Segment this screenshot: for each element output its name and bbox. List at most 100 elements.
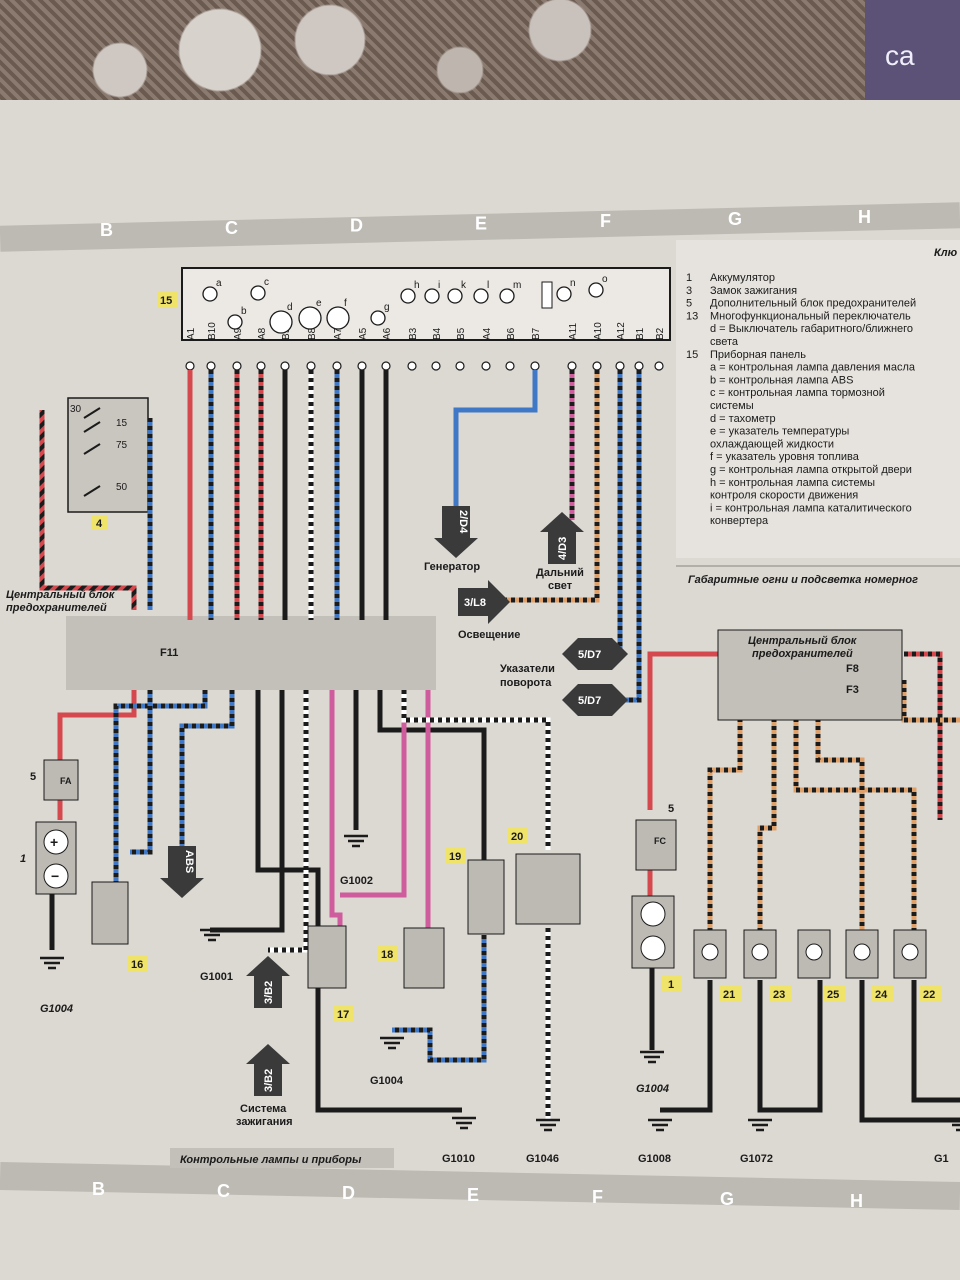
pin-B4: B4: [432, 327, 443, 340]
lamp-tag-text-25: 25: [827, 989, 839, 1001]
connector-abs: [160, 846, 204, 898]
panel-label: [158, 292, 178, 308]
tag-18: [378, 946, 398, 961]
grid-letter-bottom-H: H: [850, 1191, 863, 1211]
right-fuse-f8: F8: [846, 663, 859, 675]
grid-letter-bottom-C: C: [217, 1181, 230, 1201]
lamp-letter-o: o: [602, 274, 608, 285]
pin-A5: A5: [358, 327, 369, 340]
lamp-bulb-25: [805, 943, 823, 961]
grid-letter-top-G: G: [728, 209, 742, 229]
wire-16-stripe: [113, 690, 208, 882]
wire-19: [377, 690, 487, 860]
legend-text: d = тахометр: [710, 413, 776, 425]
lamp-letter-f: f: [344, 298, 347, 309]
connector-high-beam: [540, 512, 584, 564]
ign-contact: [83, 443, 101, 455]
lamp-25: [797, 929, 831, 979]
fuse-fa: [43, 759, 79, 801]
tag-19-text: 19: [449, 851, 461, 863]
pin-B2: B2: [655, 327, 666, 340]
tag-20-text: 20: [511, 831, 523, 843]
connector-generator-text: 2/D4: [457, 510, 469, 534]
connector-lighting: [458, 580, 510, 624]
pin-A10: A10: [593, 322, 604, 340]
ign-term-15: 15: [116, 418, 128, 429]
wire-21-stripe: [707, 718, 743, 930]
wire-lighting-stripe: [488, 370, 600, 603]
lamp-letter-m: m: [513, 280, 521, 291]
wire-24-stripe: [815, 718, 865, 930]
pin-A6: A6: [382, 327, 393, 340]
pin-B10: B10: [207, 322, 218, 340]
legend-text: конвертера: [710, 515, 769, 527]
pin-A1: A1: [186, 327, 197, 340]
lamp-f: [326, 306, 350, 330]
legend-text: Многофункциональный переключатель: [710, 310, 911, 322]
legend-text: a = контрольная лампа давления масла: [710, 362, 916, 374]
component-16: [91, 881, 129, 945]
ign-contact: [83, 485, 101, 497]
lamp-b: [227, 314, 243, 330]
connector-ignition-1-text: 3/B2: [263, 981, 275, 1004]
connector-abs-text: ABS: [183, 850, 195, 873]
pin-terminal-A8: [256, 361, 266, 371]
wire-right-out: [904, 651, 943, 820]
wire-21: [707, 718, 743, 930]
pin-B7: B7: [531, 327, 542, 340]
battery-minus-sign: −: [51, 868, 59, 884]
lamp-g: [370, 310, 386, 326]
panel-resistor: [541, 281, 553, 309]
legend-text: g = контрольная лампа открытой двери: [710, 464, 912, 476]
pin-B6: B6: [506, 327, 517, 340]
component-19: [467, 859, 505, 935]
pin-terminal-A6: [381, 361, 391, 371]
wire-right-out-stripe: [904, 651, 943, 820]
pin-A12: A12: [616, 322, 627, 340]
wire-21-gnd: [660, 980, 713, 1113]
right-fuse-f3: F3: [846, 684, 859, 696]
right-battery-plus: [640, 901, 666, 927]
ground-symbol: [948, 1118, 960, 1132]
right-fuse-label-2: предохранителей: [752, 648, 853, 660]
lamp-a: [202, 286, 218, 302]
fuse-fa-text: FA: [60, 776, 72, 786]
wire-17c: [340, 690, 407, 898]
ground-label: G1004: [636, 1083, 669, 1095]
instrument-panel: [181, 267, 671, 341]
right-battery-minus: [640, 935, 666, 961]
lamp-letter-k: k: [461, 280, 467, 291]
wire-17-gnd: [315, 980, 462, 1113]
grid-letter-top-D: D: [350, 216, 363, 236]
right-battery-number: 1: [668, 979, 674, 991]
ign-term-30: 30: [70, 404, 82, 415]
legend-text: c = контрольная лампа тормозной: [710, 387, 885, 399]
lamp-letter-l: l: [487, 280, 489, 291]
wire-17b: [329, 690, 343, 930]
wire-turn1-stripe: [580, 370, 623, 653]
tag-18-text: 18: [381, 949, 393, 961]
wire-g1001: [210, 690, 285, 933]
fuse-fc: [635, 819, 677, 871]
pin-terminal-A4: [481, 361, 491, 371]
book-cover: са: [865, 0, 960, 105]
wire-lighting: [488, 370, 600, 603]
lace-background: [0, 0, 960, 110]
component-18: [403, 927, 445, 989]
pin-B5: B5: [456, 327, 467, 340]
battery-plus-sign: +: [50, 834, 58, 850]
lamp-letter-h: h: [414, 280, 420, 291]
pin-B3: B3: [408, 327, 419, 340]
ground-label: G1008: [638, 1153, 671, 1165]
ign-contact: [83, 421, 101, 433]
lamp-d: [269, 310, 293, 334]
wire-fa: [57, 690, 137, 760]
lamp-bulb-22: [901, 943, 919, 961]
ground-symbol: [40, 956, 64, 970]
ign-contact: [83, 407, 101, 419]
